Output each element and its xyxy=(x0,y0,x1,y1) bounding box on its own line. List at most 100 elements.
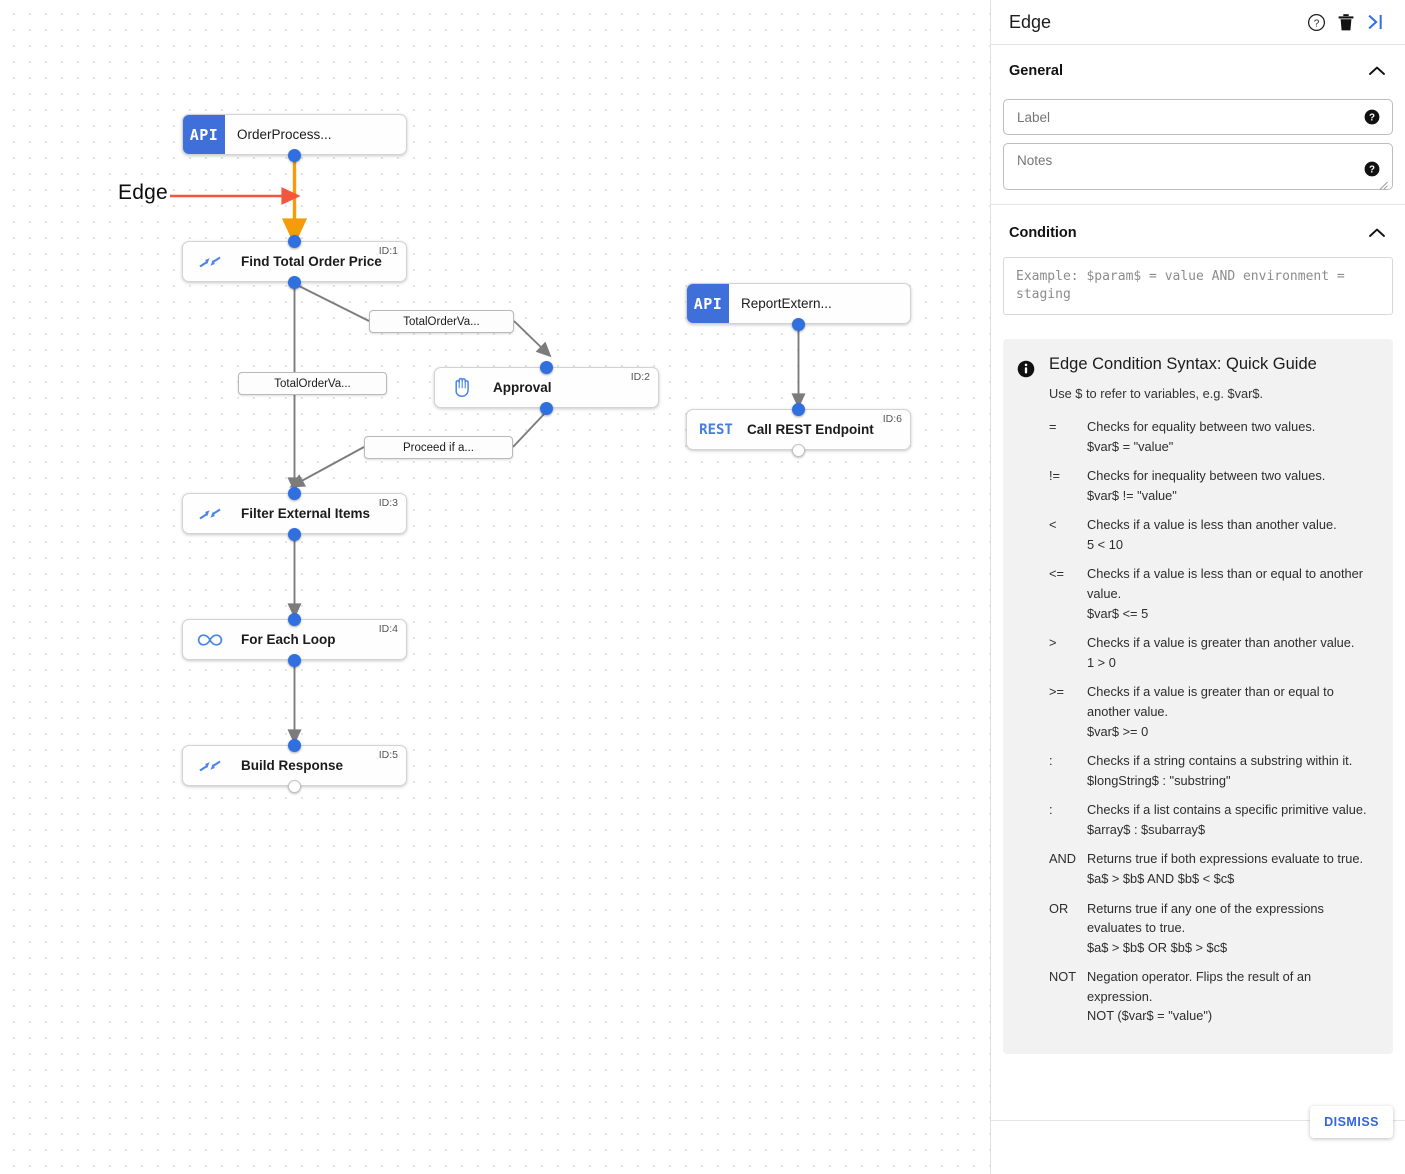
operator-example: $var$ >= 0 xyxy=(1087,723,1149,739)
operator-description-text: Checks if a list contains a specific pri… xyxy=(1087,802,1367,818)
condition-section-header[interactable]: Condition xyxy=(991,207,1405,253)
node-title: Approval xyxy=(493,380,552,395)
operator-description-text: Checks if a value is greater than or equ… xyxy=(1087,684,1334,719)
operator-symbol: : xyxy=(1049,802,1053,818)
edge-label-text: TotalOrderVa... xyxy=(274,377,351,390)
node-output-port[interactable] xyxy=(792,444,805,457)
node-output-port[interactable] xyxy=(288,149,301,162)
operator-example: $longString$ : "substring" xyxy=(1087,772,1231,788)
edge-connections xyxy=(170,157,806,745)
operator-description: Checks if a value is greater than anothe… xyxy=(1087,633,1379,672)
node-input-port[interactable] xyxy=(288,739,301,752)
dismiss-button[interactable]: DISMISS xyxy=(1310,1106,1393,1138)
resize-handle[interactable] xyxy=(1379,177,1388,190)
general-section-header[interactable]: General xyxy=(991,45,1405,91)
operator-description-text: Checks for equality between two values. xyxy=(1087,419,1316,434)
merge-arrows-icon xyxy=(189,242,231,281)
rest-badge-icon: REST xyxy=(699,421,733,438)
operator-row: >Checks if a value is greater than anoth… xyxy=(1049,633,1379,672)
operator-list: = Checks for equality between two values.… xyxy=(1049,417,1379,1026)
operator-description-text: Checks if a value is greater than anothe… xyxy=(1087,635,1355,651)
operator-row: : Checks if a string contains a substring… xyxy=(1049,751,1379,790)
operator-description-text: Checks if a value is less than or equal … xyxy=(1087,566,1364,602)
svg-text:?: ? xyxy=(1369,113,1375,124)
panel-header: Edge ? xyxy=(991,0,1405,45)
edge-annotation-label: Edge xyxy=(118,181,168,204)
notes-field[interactable]: Notes ? xyxy=(1003,143,1393,190)
general-section-title: General xyxy=(1009,63,1063,79)
operator-symbol: != xyxy=(1049,468,1061,484)
operator-description-text: Returns true if both expressions evaluat… xyxy=(1087,851,1363,867)
operator-description: Checks if a value is less than or equal … xyxy=(1087,564,1379,623)
edge-label-text: Proceed if a... xyxy=(403,441,474,454)
node-order-process[interactable]: API OrderProcess... xyxy=(182,114,407,155)
guide-title: Edge Condition Syntax: Quick Guide xyxy=(1049,355,1317,373)
operator-example: NOT ($var$ = "value") xyxy=(1087,1008,1213,1024)
node-output-port[interactable] xyxy=(288,780,301,793)
operator-description: Returns true if both expressions evaluat… xyxy=(1087,849,1379,888)
label-field-placeholder: Label xyxy=(1017,109,1051,125)
condition-input[interactable]: Example: $param$ = value AND environment… xyxy=(1003,257,1393,315)
node-report-external[interactable]: API ReportExtern... xyxy=(686,283,911,324)
operator-symbol: >= xyxy=(1049,684,1064,700)
edge-label-text: TotalOrderVa... xyxy=(403,315,480,328)
node-title: Call REST Endpoint xyxy=(747,422,874,437)
operator-row: <= Checks if a value is less than or equa… xyxy=(1049,564,1379,623)
node-input-port[interactable] xyxy=(288,487,301,500)
operator-description: Checks if a string contains a substring … xyxy=(1087,751,1379,790)
edge-label-chip[interactable]: Proceed if a... xyxy=(364,436,513,459)
operator-description-text: Checks if a value is less than another v… xyxy=(1087,517,1337,533)
delete-icon[interactable] xyxy=(1331,7,1361,37)
node-output-port[interactable] xyxy=(288,276,301,289)
node-title: For Each Loop xyxy=(241,632,336,647)
operator-symbol: <= xyxy=(1049,566,1064,582)
operator-row: < Checks if a value is less than another … xyxy=(1049,515,1379,554)
node-output-port[interactable] xyxy=(792,318,805,331)
notes-field-placeholder: Notes xyxy=(1017,153,1053,168)
collapse-panel-icon[interactable] xyxy=(1361,7,1391,37)
svg-text:?: ? xyxy=(1369,165,1375,176)
node-input-port[interactable] xyxy=(792,403,805,416)
section-divider xyxy=(991,204,1405,205)
notes-help-icon[interactable]: ? xyxy=(1364,161,1380,177)
node-input-port[interactable] xyxy=(288,613,301,626)
edge-label-chip[interactable]: TotalOrderVa... xyxy=(238,372,387,395)
node-title: Filter External Items xyxy=(241,506,371,521)
help-icon[interactable]: ? xyxy=(1301,7,1331,37)
operator-row: != Checks for inequality between two valu… xyxy=(1049,466,1379,505)
node-output-port[interactable] xyxy=(288,528,301,541)
node-input-port[interactable] xyxy=(288,235,301,248)
api-badge-icon: API xyxy=(687,284,729,323)
general-section: General Label ? Notes xyxy=(991,45,1405,207)
node-id-label: ID:3 xyxy=(378,497,398,509)
operator-symbol: : xyxy=(1049,753,1053,769)
node-id-label: ID:2 xyxy=(630,371,650,383)
panel-title: Edge xyxy=(1009,11,1052,32)
operator-symbol: < xyxy=(1049,517,1057,533)
operator-description-text: Negation operator. Flips the result of a… xyxy=(1087,969,1312,1004)
label-help-icon[interactable]: ? xyxy=(1364,109,1380,125)
condition-section: Condition Example: $param$ = value AND e… xyxy=(991,207,1405,1056)
operator-symbol: NOT xyxy=(1049,969,1077,985)
node-output-port[interactable] xyxy=(540,402,553,415)
node-output-port[interactable] xyxy=(288,654,301,667)
infinity-loop-icon xyxy=(189,620,231,659)
dismiss-bar: DISMISS xyxy=(991,1106,1405,1151)
guide-subtitle: Use $ to refer to variables, e.g. $var$. xyxy=(1049,386,1264,401)
merge-arrows-icon xyxy=(189,746,231,785)
node-id-label: ID:1 xyxy=(378,245,398,257)
edge-label-chip[interactable]: TotalOrderVa... xyxy=(369,310,514,333)
chevron-up-icon[interactable] xyxy=(1367,61,1387,81)
condition-placeholder: Example: $param$ = value AND environment… xyxy=(1016,269,1345,303)
operator-description: Checks for inequality between two values… xyxy=(1087,466,1379,505)
operator-row: = Checks for equality between two values.… xyxy=(1049,417,1379,456)
label-field[interactable]: Label ? xyxy=(1003,99,1393,135)
operator-symbol: = xyxy=(1049,419,1057,434)
operator-example: $var$ = "value" xyxy=(1087,438,1174,454)
node-input-port[interactable] xyxy=(540,361,553,374)
operator-example: $a$ > $b$ OR $b$ > $c$ xyxy=(1087,939,1228,955)
flow-canvas[interactable]: Edge API OrderProcess... Find Total Orde… xyxy=(0,0,990,1174)
operator-row: >= Checks if a value is greater than or e… xyxy=(1049,682,1379,741)
chevron-up-icon[interactable] xyxy=(1367,223,1387,243)
